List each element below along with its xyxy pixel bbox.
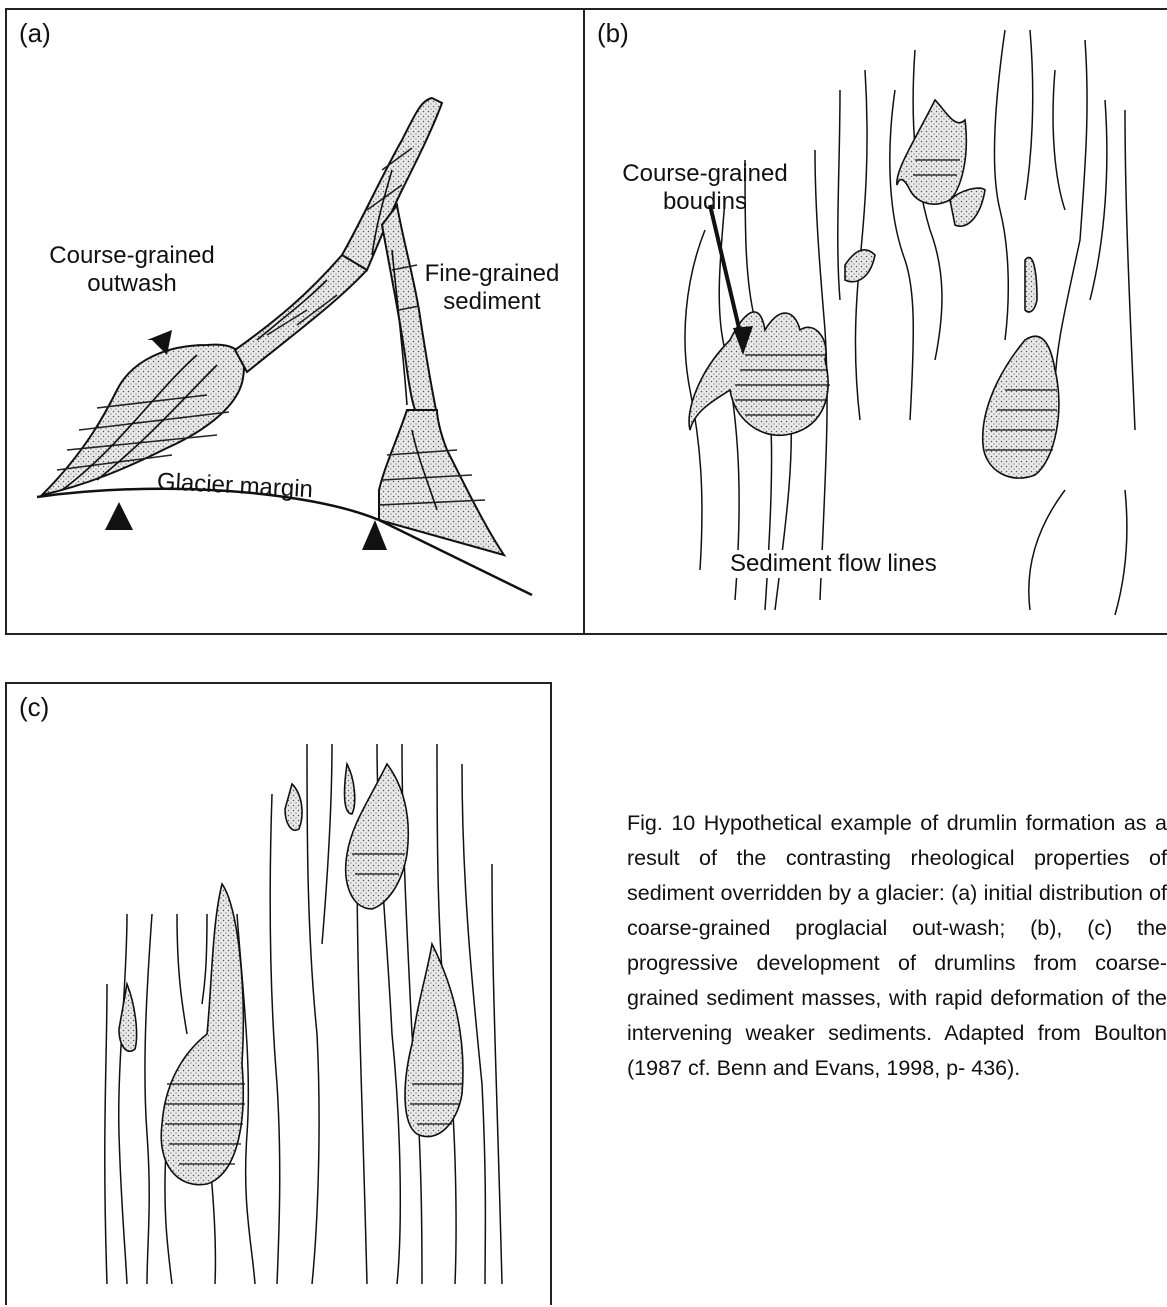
panel-b-diagram	[585, 10, 1167, 637]
panel-c: (c)	[5, 682, 552, 1305]
panel-label: (c)	[19, 692, 49, 723]
outwash-channel	[235, 240, 367, 372]
panel-a-diagram	[7, 10, 587, 637]
boudins-pointer-line	[710, 205, 743, 345]
drumlins	[119, 764, 463, 1185]
flow-lines-label: Sediment flow lines	[730, 550, 937, 578]
boudins	[689, 100, 1059, 478]
margin-marker-2	[362, 520, 387, 550]
fine-fan	[379, 410, 504, 555]
margin-marker-1	[105, 502, 133, 530]
panel-label: (a)	[19, 18, 51, 49]
panel-c-diagram	[7, 684, 554, 1307]
panel-label: (b)	[597, 18, 629, 49]
figure-caption: Fig. 10 Hypothetical example of drumlin …	[627, 806, 1167, 1086]
